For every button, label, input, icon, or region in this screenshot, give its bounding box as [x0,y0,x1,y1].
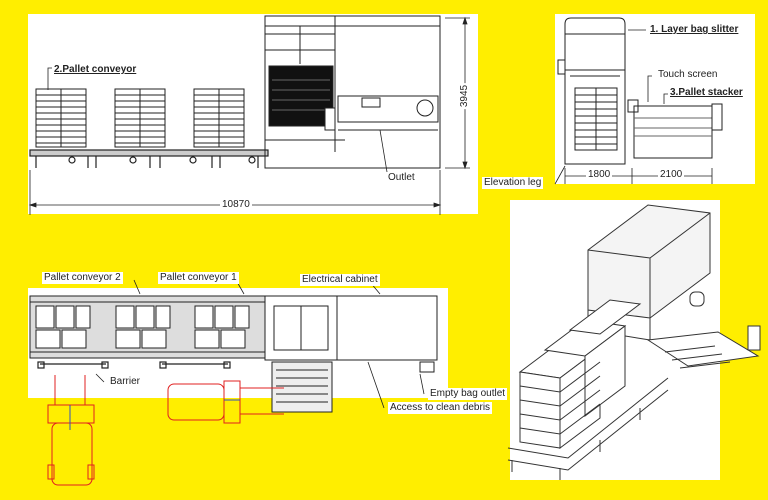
side-view-dimensions [28,16,470,215]
top-view-barriers [37,361,231,369]
label-barrier: Barrier [108,376,143,388]
side-view-conveyor [29,149,269,168]
label-layer-bag-slitter: 1. Layer bag slitter [648,24,741,36]
label-pallet-conveyor: 2.Pallet conveyor [52,64,139,76]
dimension-width-2100: 2100 [658,169,685,181]
label-outlet: Outlet [386,172,417,184]
side-view-pallet-stacks [35,88,245,148]
label-empty-bag-outlet: Empty bag outlet [428,388,508,400]
forklifts [47,375,284,486]
label-pallet-conveyor-1: Pallet conveyor 1 [158,272,239,284]
label-electrical-cabinet: Electrical cabinet [300,274,380,286]
side-view-machine [264,15,441,169]
label-access-to-clean-debris: Access to clean debris [388,402,493,414]
end-view-machine [557,17,723,165]
label-elevation-leg: Elevation leg [482,177,544,189]
top-view-machine [264,295,438,413]
top-view-leaders [95,279,425,409]
label-pallet-conveyor-2: Pallet conveyor 2 [42,272,123,284]
top-view-conveyor [29,295,266,359]
dimension-height: 3945 [459,82,472,110]
label-pallet-stacker: 3.Pallet stacker [668,87,745,99]
isometric-machine [507,204,761,480]
dimension-length: 10870 [220,199,252,211]
dimension-width-1800: 1800 [586,169,613,181]
label-touch-screen: Touch screen [656,69,720,81]
end-view-dimensions [554,29,713,185]
